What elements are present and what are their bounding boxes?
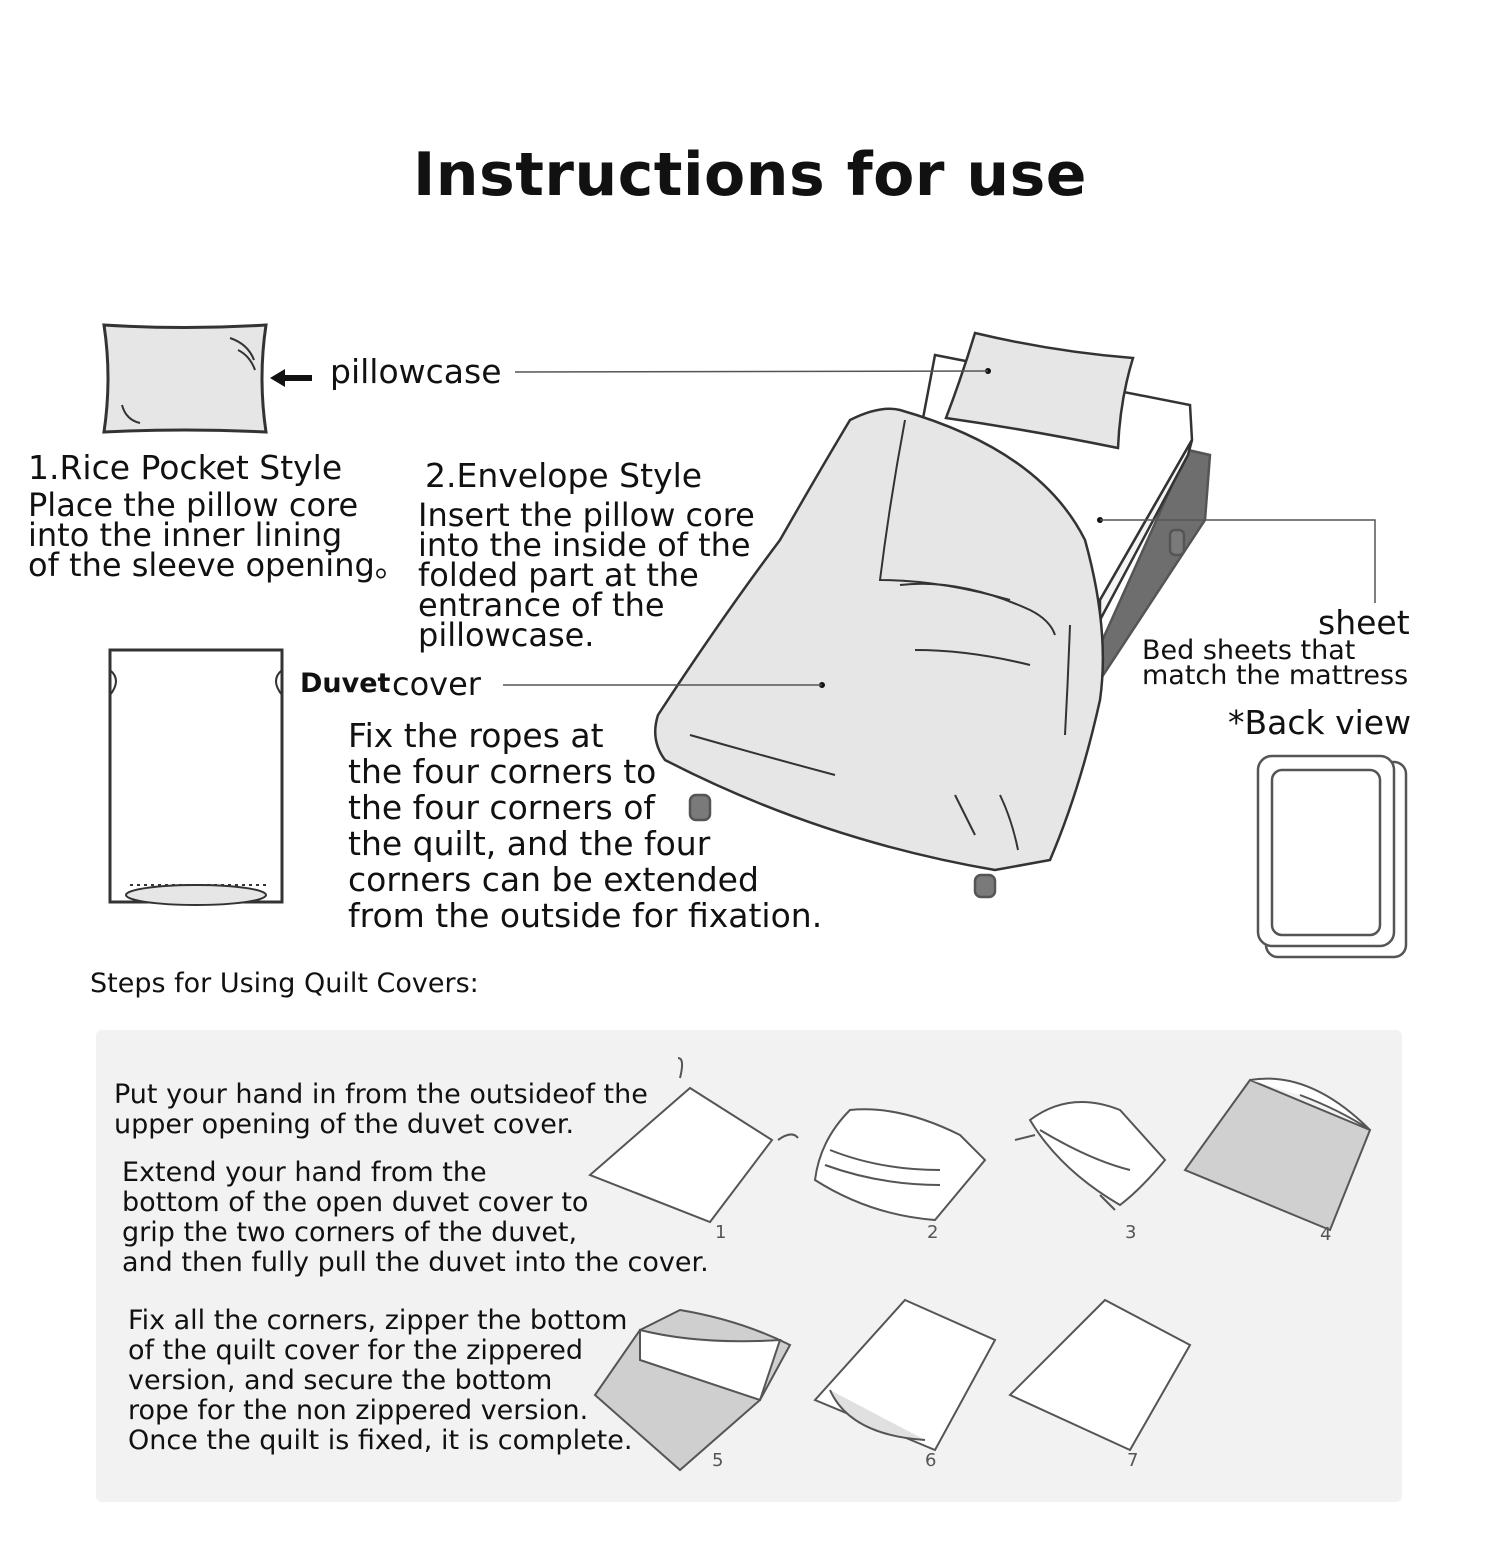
envelope-body: Insert the pillow core into the inside o… (418, 496, 755, 654)
duvet-instructions: Fix the ropes at the four corners to the… (348, 716, 823, 935)
rice-pocket-heading: 1.Rice Pocket Style (28, 448, 343, 487)
step-5-illustration (593, 1308, 792, 1472)
steps-heading: Steps for Using Quilt Covers: (90, 968, 479, 999)
step-number-6: 6 (925, 1450, 937, 1471)
step-4-illustration (1183, 1077, 1372, 1232)
sheet-label: sheet (1318, 603, 1410, 642)
step-number-2: 2 (927, 1222, 939, 1243)
step-text-c: Fix all the corners, zipper the bottom o… (128, 1305, 633, 1456)
back-view-label: *Back view (1228, 703, 1412, 742)
step-2-illustration (813, 1108, 987, 1222)
duvet-cover-icon (108, 648, 284, 906)
duvet-label-a: Duvet (300, 668, 391, 699)
envelope-heading: 2.Envelope Style (425, 456, 703, 495)
rice-pocket-body: Place the pillow core into the inner lin… (28, 486, 407, 584)
pillowcase-label: pillowcase (330, 352, 502, 391)
pillow-icon (102, 323, 268, 434)
sheet-description: Bed sheets that match the mattress (1142, 635, 1409, 691)
step-7-illustration (1008, 1298, 1192, 1452)
duvet-label-b: cover (392, 665, 481, 703)
step-number-5: 5 (712, 1450, 724, 1471)
step-3-illustration (1014, 1101, 1167, 1211)
callout-lines (503, 370, 1376, 686)
step-text-b: Extend your hand from the bottom of the … (122, 1157, 709, 1278)
step-number-3: 3 (1125, 1222, 1137, 1243)
step-1-illustration (588, 1057, 799, 1224)
step-text-a: Put your hand in from the outsideof the … (114, 1079, 648, 1140)
step-number-1: 1 (715, 1222, 727, 1243)
step-6-illustration (813, 1298, 997, 1452)
arrow-left-icon (270, 369, 312, 387)
step-number-7: 7 (1127, 1450, 1139, 1471)
step-number-4: 4 (1320, 1224, 1332, 1245)
page-title: Instructions for use (412, 140, 1087, 210)
bed-illustration (653, 331, 1212, 899)
mattress-back-icon (1256, 754, 1408, 959)
